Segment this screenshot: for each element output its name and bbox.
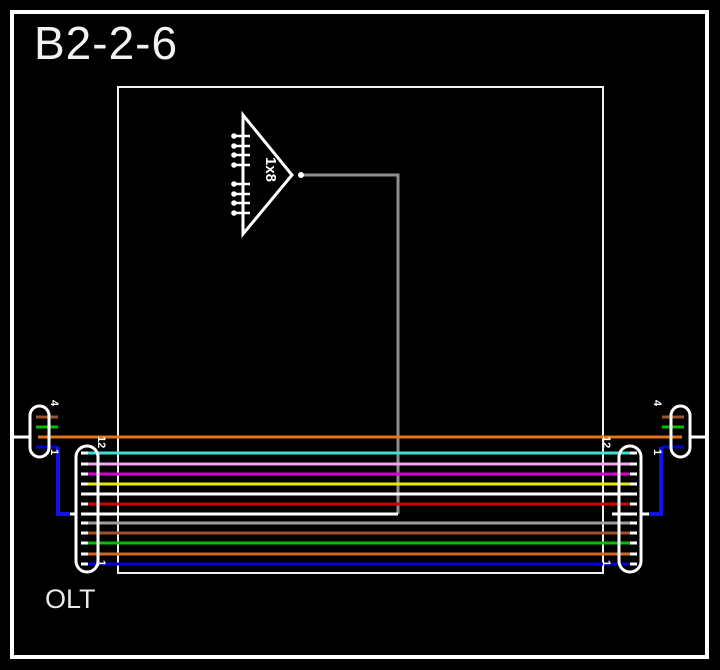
- splitter-port-dot: [231, 152, 237, 158]
- splitter-1x8: 1x8: [231, 110, 304, 239]
- right-closure-top-label: 12: [600, 436, 612, 448]
- right-closure-bottom-label: 1: [600, 560, 612, 566]
- right-jumper-blue: [649, 447, 663, 516]
- splitter-port-dot: [231, 210, 237, 216]
- splitter-label: 1x8: [262, 157, 279, 182]
- splitter-port-dot: [231, 181, 237, 187]
- feeder-cable-right-fibers: [662, 415, 684, 449]
- splitter-port-dot: [231, 191, 237, 197]
- splitter-port-dot: [231, 200, 237, 206]
- blue-patch-jumpers: [56, 447, 663, 516]
- splitter-input-node: [298, 172, 304, 178]
- splice-enclosure-box: [117, 86, 604, 574]
- olt-label: OLT: [45, 584, 96, 614]
- splitter-triangle: [241, 110, 294, 239]
- feeder-cable-left-fibers: [36, 415, 682, 449]
- diagram-title: B2-2-6: [34, 17, 179, 69]
- left-closure-top-label: 12: [95, 436, 107, 448]
- splitter-trunk-line: [303, 173, 400, 514]
- right-capsule-top-label: 4: [651, 400, 663, 407]
- left-closure-bottom-label: 1: [95, 560, 107, 566]
- right-capsule-bottom-label: 1: [651, 449, 663, 455]
- left-jumper-blue: [56, 447, 70, 516]
- outer-border: [10, 10, 709, 659]
- splitter-port-dot: [231, 143, 237, 149]
- left-capsule-top-label: 4: [48, 400, 60, 407]
- splitter-port-dot: [231, 133, 237, 139]
- splitter-port-dot: [231, 162, 237, 168]
- left-feeder-capsule: [28, 404, 51, 459]
- splitter-output-ports: [231, 133, 250, 216]
- right-cable-closure: [617, 444, 643, 574]
- distribution-cable-fibers: [81, 451, 637, 566]
- left-capsule-bottom-label: 1: [48, 449, 60, 455]
- left-cable-closure: [74, 444, 100, 574]
- right-feeder-capsule: [669, 404, 692, 459]
